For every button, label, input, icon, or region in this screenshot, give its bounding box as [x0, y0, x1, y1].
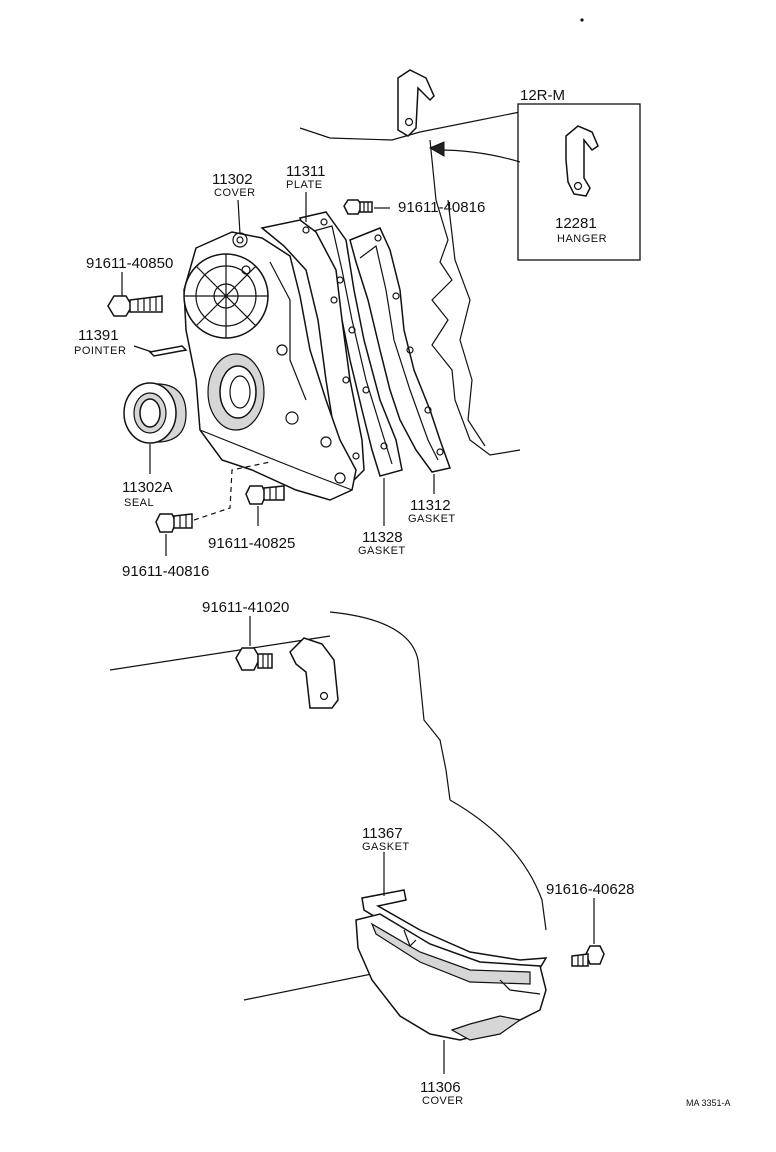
bolt-hanger-number: 91611-41020: [202, 599, 289, 616]
speck-dot: [580, 18, 584, 22]
seal-name: SEAL: [124, 497, 154, 509]
timing-cover-11302: [183, 231, 357, 501]
engine-lower-outline: [109, 611, 547, 1001]
engine-block-outline: [299, 111, 521, 456]
bolt-91611-40816-lower: [155, 513, 193, 533]
bolt-left-number: 91611-40850: [86, 255, 173, 272]
bolt-top-number: 91611-40816: [398, 199, 485, 216]
bolt-mid-number: 91611-40825: [208, 535, 295, 552]
cover-11306: [355, 913, 547, 1041]
gasket-outer-number: 11312: [410, 497, 451, 514]
pointer-11391: [148, 345, 188, 357]
plate-11311: [260, 219, 365, 481]
variant-box-label: 12R-M: [520, 87, 565, 104]
bolt-91616-40628: [571, 945, 605, 967]
seal-number: 11302A: [122, 479, 173, 496]
plate-number: 11311: [286, 163, 326, 180]
pointer-name: POINTER: [74, 345, 126, 357]
variant-box-12r-m: 12R-M 12281 HANGER: [428, 87, 641, 261]
bolt-91611-40850: [107, 295, 163, 317]
cover-upper-name: COVER: [214, 187, 256, 199]
cover-upper-number: 11302: [212, 171, 253, 188]
hanger-lower: [289, 637, 339, 709]
hanger-upper: [397, 69, 435, 137]
hanger-number: 12281: [555, 215, 597, 232]
gasket-oilpan-name: GASKET: [362, 841, 410, 853]
cover-lower-number: 11306: [420, 1079, 461, 1096]
gasket-outer-11312: [349, 227, 451, 473]
seal-11302a: [123, 382, 187, 444]
plate-name: PLATE: [286, 179, 323, 191]
diagram-code: MA 3351-A: [686, 1098, 731, 1108]
pointer-number: 11391: [78, 327, 119, 344]
gasket-plate-name: GASKET: [358, 545, 406, 557]
bolt-oilpan-number: 91616-40628: [546, 881, 634, 898]
hanger-icon: [565, 125, 599, 197]
bolt-91611-41020: [235, 647, 273, 671]
gasket-plate-number: 11328: [362, 529, 403, 546]
cover-lower-name: COVER: [422, 1095, 464, 1107]
bolt-lower-left-number: 91611-40816: [122, 563, 209, 580]
bolt-91611-40816-top: [343, 199, 373, 215]
gasket-outer-name: GASKET: [408, 513, 456, 525]
gasket-oilpan-number: 11367: [362, 825, 403, 842]
bolt-91611-40825: [245, 485, 285, 505]
hanger-name: HANGER: [557, 233, 607, 245]
